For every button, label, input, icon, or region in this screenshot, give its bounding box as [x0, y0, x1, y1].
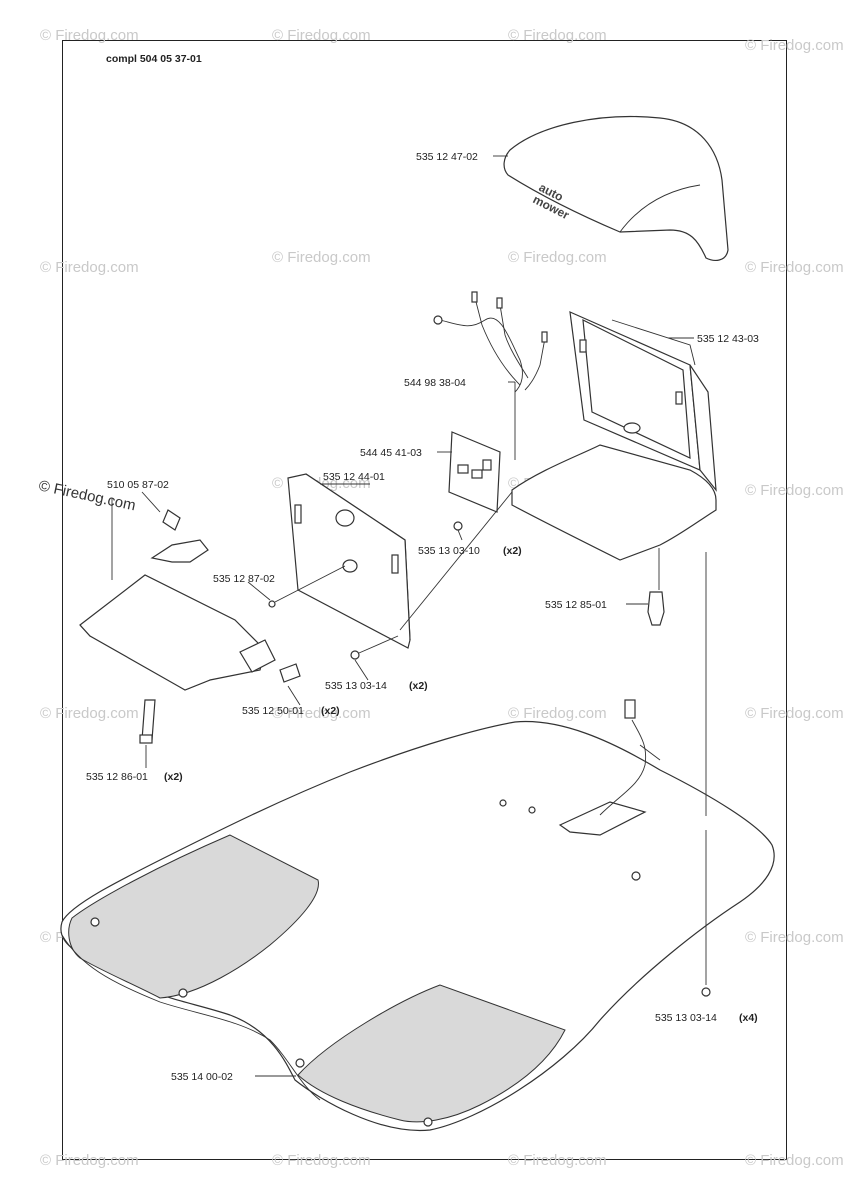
qty-base-screw: (x4): [739, 1012, 758, 1024]
part-number-plate: 535 12 44-01: [323, 471, 385, 483]
part-number-board-screw: 535 13 03-10: [418, 545, 480, 557]
watermark: © Firedog.com: [40, 27, 139, 44]
part-number-housing: 535 12 43-03: [697, 333, 759, 345]
watermark: © Firedog.com: [272, 1152, 371, 1169]
watermark: © Firedog.com: [272, 249, 371, 266]
watermark: © Firedog.com: [40, 705, 139, 722]
strap-part: [139, 699, 156, 744]
part-number-connector: 535 12 85-01: [545, 599, 607, 611]
housing-part: [511, 311, 717, 561]
watermark: © Firedog.com: [745, 37, 844, 54]
part-number-plate-screw: 535 13 03-14: [325, 680, 387, 692]
part-number-base-screw: 535 13 03-14: [655, 1012, 717, 1024]
watermark: © Firedog.com: [508, 249, 607, 266]
cable-harness-part: [433, 291, 548, 393]
qty-contact: (x2): [321, 705, 340, 717]
part-number-cable-harness: 544 98 38-04: [404, 377, 466, 389]
watermark: © Firedog.com: [508, 27, 607, 44]
contact-part: [79, 574, 301, 691]
base-plate-part: [60, 699, 775, 1132]
part-number-pin: 535 12 87-02: [213, 573, 275, 585]
part-number-contact: 535 12 50-01: [242, 705, 304, 717]
watermark: © Firedog.com: [508, 705, 607, 722]
watermark: © Firedog.com: [745, 259, 844, 276]
qty-board-screw: (x2): [503, 545, 522, 557]
cover-part: auto mower: [503, 115, 729, 261]
watermark: © Firedog.com: [745, 929, 844, 946]
board-screw-part: [453, 521, 463, 541]
watermark: © Firedog.com: [745, 1152, 844, 1169]
circuit-board-part: [448, 431, 501, 513]
watermark: © Firedog.com: [272, 27, 371, 44]
part-number-strap: 535 12 86-01: [86, 771, 148, 783]
part-number-circuit-board: 544 45 41-03: [360, 447, 422, 459]
part-number-base-plate: 535 14 00-02: [171, 1071, 233, 1083]
connector-part: [647, 591, 665, 626]
plate-screw-part: [350, 635, 399, 660]
watermark: © Firedog.com: [272, 705, 371, 722]
qty-plate-screw: (x2): [409, 680, 428, 692]
plate-part: [287, 473, 411, 649]
diagram-frame: [62, 40, 787, 1160]
watermark: © Firedog.com: [40, 1152, 139, 1169]
assembly-label: compl 504 05 37-01: [106, 53, 202, 65]
watermark-layer: © Firedog.com © Firedog.com © Firedog.co…: [37, 27, 843, 1169]
bracket-part: [150, 509, 209, 563]
qty-strap: (x2): [164, 771, 183, 783]
pin-part: [268, 565, 346, 608]
watermark: © Firedog.com: [745, 705, 844, 722]
part-number-bracket: 510 05 87-02: [107, 479, 169, 491]
watermark: © Firedog.com: [40, 259, 139, 276]
base-screw-part: [701, 987, 711, 997]
part-number-cover: 535 12 47-02: [416, 151, 478, 163]
watermark: © Firedog.com: [745, 482, 844, 499]
watermark: © Firedog.com: [508, 1152, 607, 1169]
